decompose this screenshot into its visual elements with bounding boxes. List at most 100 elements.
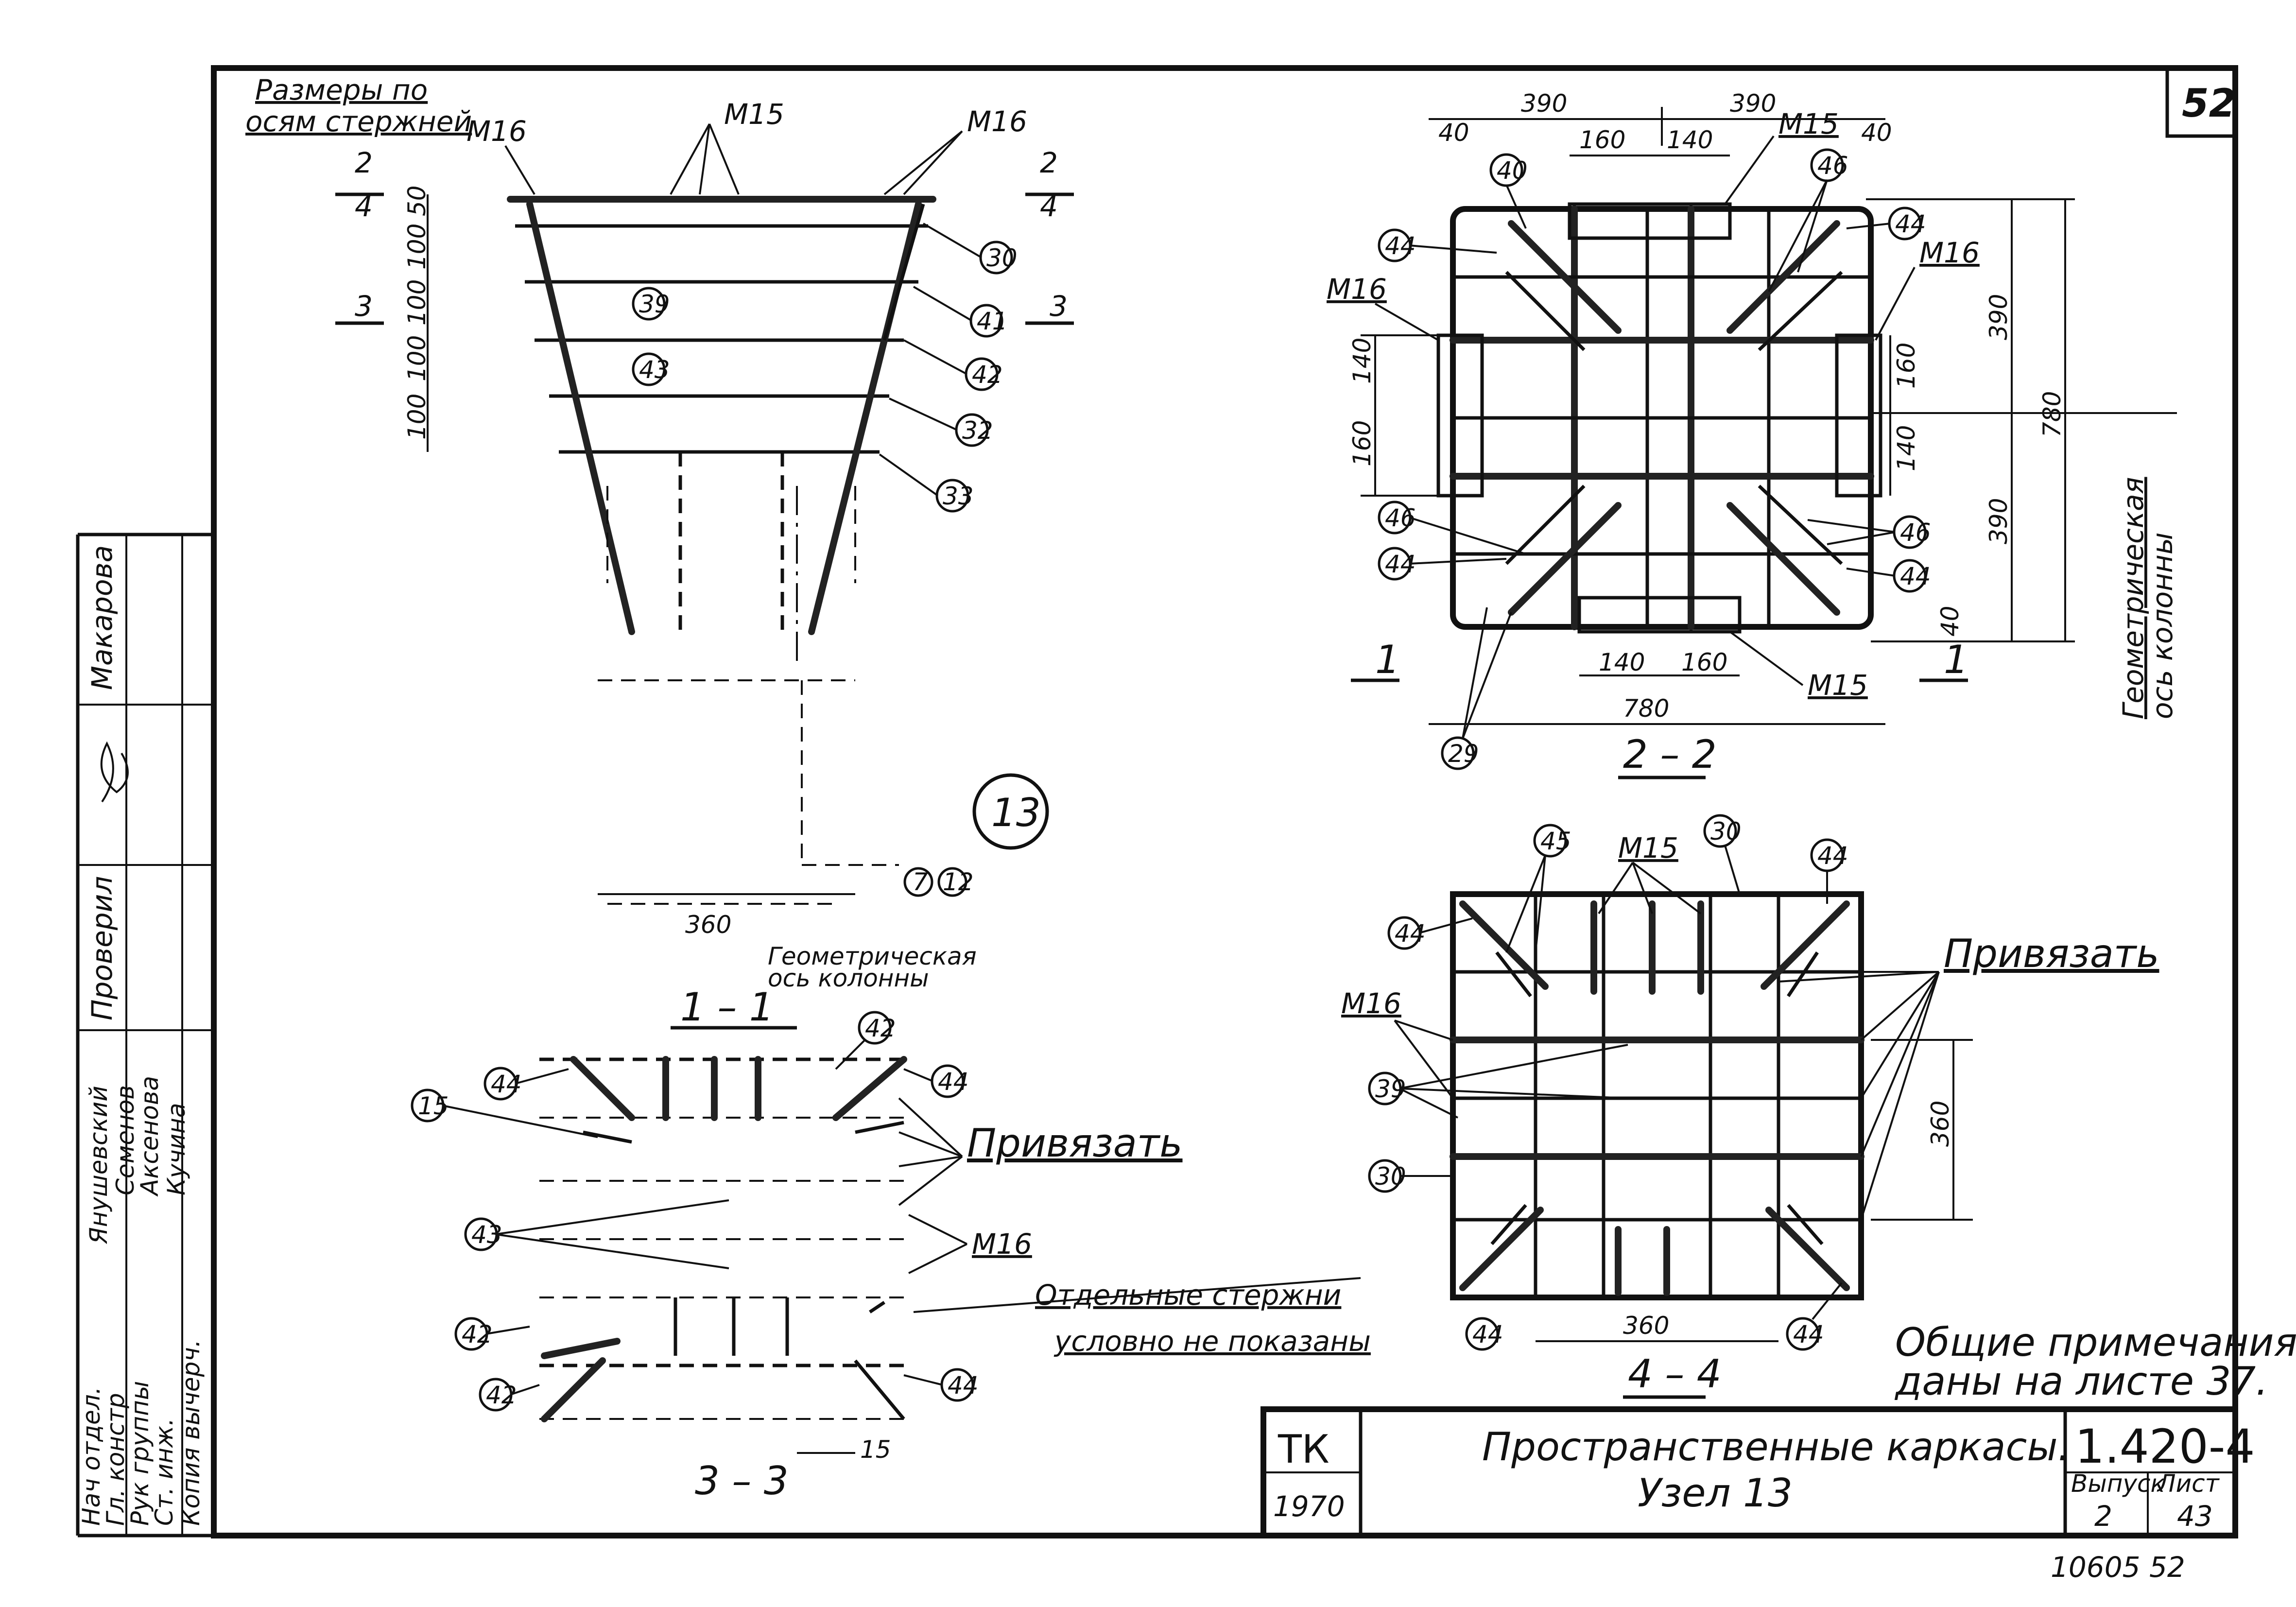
general-note-line1: Общие примечания: [1895, 1320, 2296, 1365]
v2-axis-note-line2: ось колонны: [2146, 532, 2179, 719]
v2-marker-40: 40: [1489, 153, 1528, 229]
v2-axis-note-line1: Геометрическая: [2117, 477, 2150, 719]
v2-marker-44d: 44: [1846, 559, 1931, 593]
svg-text:12: 12: [943, 868, 974, 896]
v1-dim-100c: 100: [403, 335, 431, 381]
v4-m16-label: М16: [1341, 987, 1401, 1020]
v1-dim-100d: 100: [403, 394, 431, 440]
v4-marker-30a: 30: [1703, 814, 1742, 895]
v2-m15-bottom: М15: [1808, 669, 1868, 702]
v4-dim-360h: 360: [1623, 1312, 1669, 1340]
stamp-role-4: Ст. инж.: [150, 1418, 178, 1526]
view-elevation-1-1: Размеры по осям стержней М16 М15 М16 2 4…: [245, 73, 1074, 1030]
v1-m15-top: М15: [724, 98, 784, 131]
v2-dim-40c: 40: [1936, 605, 1964, 637]
svg-text:33: 33: [943, 482, 974, 510]
v4-tie-label: Привязать: [1944, 931, 2159, 976]
v2-cut-1-left: 1: [1375, 637, 1400, 682]
v1-dim-100b: 100: [403, 279, 431, 326]
svg-text:42: 42: [486, 1381, 517, 1409]
v3-marker-44b: 44: [903, 1064, 969, 1098]
v3-m16-label: М16: [972, 1227, 1032, 1261]
v4-dim-360v: 360: [1926, 1101, 1954, 1147]
sheet-number: 52: [2182, 81, 2236, 126]
signature-mark: [100, 741, 129, 803]
v1-axis-note-line2: ось колонны: [768, 964, 929, 992]
view-plan-4-4: М15 Привязать М16 360 360 45 30 44 44 39…: [1341, 814, 2159, 1399]
v2-m16-right: М16: [1919, 236, 1980, 269]
v2-dim-390d: 390: [1985, 498, 2013, 544]
vypusk-value: 2: [2094, 1500, 2112, 1533]
v2-dim-160c: 160: [1892, 343, 1920, 389]
v3-marker-42a: 42: [835, 1011, 896, 1070]
svg-text:41: 41: [977, 307, 1008, 335]
v2-dim-160b: 160: [1348, 420, 1376, 467]
stamp-name-4: Кучина: [162, 1103, 190, 1195]
v2-dim-40a: 40: [1438, 119, 1469, 147]
stamp-role-3: Рук группы: [126, 1381, 154, 1526]
cut-2-left: 2: [355, 146, 373, 179]
v2-cut-1-right: 1: [1944, 637, 1968, 682]
stamp-role-5: Копия вычерч.: [177, 1339, 205, 1526]
v4-marker-44a: 44: [1387, 916, 1473, 950]
v2-dim-140b: 140: [1348, 338, 1376, 384]
svg-text:32: 32: [962, 416, 993, 445]
svg-text:43: 43: [639, 356, 670, 384]
v2-m15-top: М15: [1778, 107, 1839, 140]
v4-marker-44b: 44: [1810, 838, 1848, 904]
svg-text:45: 45: [1540, 827, 1571, 855]
svg-text:44: 44: [1472, 1320, 1503, 1348]
v2-dim-140a: 140: [1667, 126, 1713, 154]
view-plan-3-3: Привязать М16 Отдельные стержни условно …: [411, 1011, 1371, 1503]
stamp-block: Макарова Проверил Нач отдел. Гл. констр …: [76, 533, 214, 1538]
v1-marker-39: 39: [632, 287, 670, 321]
v1-marker-41: 41: [913, 286, 1008, 338]
stamp-checked-label: Проверил: [86, 876, 119, 1020]
v1-dim-100a: 100: [403, 224, 431, 270]
title-block: ТК 1970 Пространственные каркасы. Узел 1…: [1260, 1406, 2255, 1538]
v2-marker-44a: 44: [1378, 228, 1497, 262]
v2-m16-left: М16: [1327, 273, 1387, 306]
stamp-name-1: Янушевский: [85, 1086, 113, 1244]
v1-marker-33: 33: [879, 453, 974, 513]
svg-text:39: 39: [639, 290, 670, 318]
svg-text:42: 42: [972, 361, 1003, 389]
v1-m16-right: М16: [967, 105, 1027, 138]
svg-text:30: 30: [1710, 817, 1742, 846]
v2-dim-780v: 780: [2038, 391, 2066, 437]
v1-marker-43: 43: [632, 352, 670, 386]
bottom-number: 10605 52: [2051, 1551, 2185, 1584]
top-note-line2: осям стержней: [245, 105, 472, 138]
node-number: 13: [991, 790, 1041, 835]
v2-dim-140d: 140: [1599, 648, 1645, 676]
v2-marker-46c: 46: [1807, 515, 1931, 549]
v1-dim-360: 360: [685, 911, 731, 939]
v3-marker-15: 15: [411, 1089, 598, 1138]
v4-marker-44d: 44: [1786, 1282, 1843, 1351]
v3-dim-15: 15: [860, 1435, 891, 1464]
v2-dim-160d: 160: [1681, 648, 1727, 676]
v3-note-line2: условно не показаны: [1053, 1325, 1371, 1358]
cut-3-left: 3: [355, 290, 373, 323]
v1-axis-note-line1: Геометрическая: [768, 942, 977, 970]
v1-marker-12: 12: [937, 867, 974, 897]
svg-text:44: 44: [1395, 919, 1426, 948]
svg-text:44: 44: [938, 1068, 969, 1096]
v3-marker-43: 43: [464, 1199, 729, 1269]
stamp-checker-name: Макарова: [86, 545, 119, 690]
svg-text:7: 7: [913, 868, 928, 896]
v4-marker-45: 45: [1505, 824, 1571, 953]
v3-marker-42c: 42: [479, 1378, 540, 1412]
v4-m15-label: М15: [1618, 831, 1678, 864]
svg-text:44: 44: [1900, 562, 1931, 590]
section-label-3-3: 3 – 3: [695, 1458, 789, 1503]
v2-dim-40b: 40: [1861, 119, 1892, 147]
v1-marker-42: 42: [903, 339, 1003, 391]
svg-text:46: 46: [1900, 518, 1931, 547]
node-number-circle: 13: [972, 773, 1049, 850]
title-year: 1970: [1273, 1490, 1345, 1523]
v2-dim-140c: 140: [1892, 425, 1920, 471]
list-label: Лист: [2157, 1469, 2220, 1498]
v2-dim-160a: 160: [1579, 126, 1625, 154]
